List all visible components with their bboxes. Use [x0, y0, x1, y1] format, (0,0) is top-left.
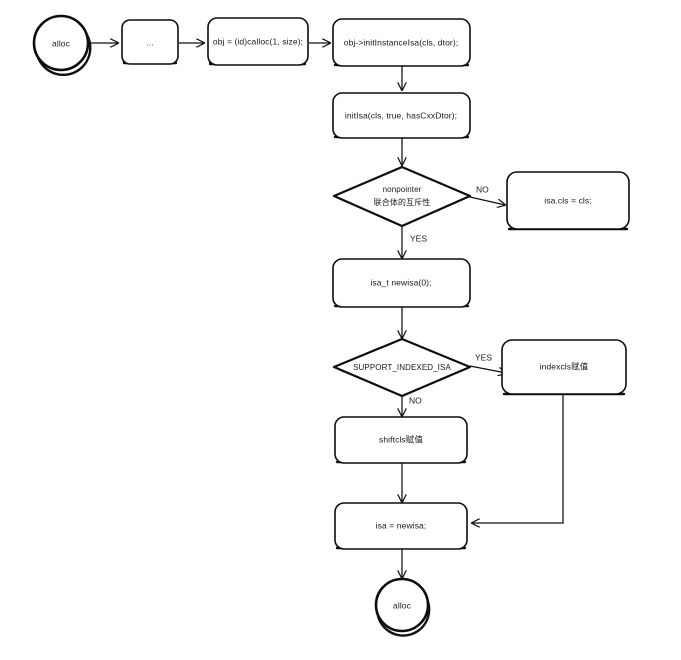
start-label: alloc — [52, 38, 71, 48]
supportidx-label: SUPPORT_INDEXED_ISA — [353, 363, 451, 372]
nonpointer-diamond — [332, 165, 472, 228]
node-start[interactable]: alloc — [32, 14, 92, 76]
edge-label-supportidx-no: NO — [409, 395, 422, 405]
node-ellipsis[interactable]: ... — [121, 19, 179, 65]
ellipsis-box — [121, 19, 179, 65]
shiftcls-box — [334, 416, 468, 464]
calloc-label: obj = (id)calloc(1, size); — [213, 36, 303, 46]
start-circle — [32, 14, 90, 72]
end-circle — [374, 577, 430, 633]
shiftcls-label: shiftcls赋值 — [379, 434, 423, 444]
end-label: alloc — [393, 600, 412, 610]
node-shiftcls[interactable]: shiftcls赋值 — [334, 416, 468, 464]
edge-label-nonpointer-yes: YES — [410, 233, 427, 243]
nonpointer-label-line1: nonpointer — [383, 185, 422, 194]
edge-supportidx-yes-to-indexcls — [469, 365, 506, 373]
edge-label-nonpointer-no: NO — [476, 184, 489, 194]
edge-labels: NO YES YES NO — [409, 184, 492, 405]
node-newisa[interactable]: isa_t newisa(0); — [332, 258, 471, 308]
node-nonpointer[interactable]: nonpointer 联合体的互斥性 — [332, 165, 472, 228]
initisa-label: initIsa(cls, true, hasCxxDtor); — [345, 110, 457, 120]
indexcls-label: indexcls赋值 — [540, 361, 589, 371]
isacls-box — [506, 171, 630, 230]
edge-label-supportidx-yes: YES — [475, 352, 492, 362]
node-calloc[interactable]: obj = (id)calloc(1, size); — [207, 17, 309, 66]
edge-nonpointer-no-to-isacls — [469, 196, 505, 205]
assignisa-box — [334, 502, 468, 550]
initinstance-label: obj->initInstanceIsa(cls, dtor); — [344, 37, 458, 47]
node-end[interactable]: alloc — [374, 577, 431, 637]
edge-indexcls-to-assignisa — [472, 394, 564, 523]
node-indexcls[interactable]: indexcls赋值 — [501, 339, 627, 396]
initisa-box — [332, 92, 471, 139]
newisa-box — [332, 258, 471, 308]
node-isacls[interactable]: isa.cls = cls; — [506, 171, 630, 231]
supportidx-diamond — [332, 337, 472, 398]
indexcls-box — [501, 339, 627, 395]
nonpointer-left-arrowhead — [332, 191, 345, 202]
assignisa-label: isa = newisa; — [376, 520, 427, 530]
nonpointer-label-line2: 联合体的互斥性 — [374, 197, 431, 207]
calloc-box — [207, 17, 309, 66]
node-supportidx[interactable]: SUPPORT_INDEXED_ISA — [332, 337, 472, 398]
node-initisa[interactable]: initIsa(cls, true, hasCxxDtor); — [332, 92, 471, 139]
initinstance-box — [332, 18, 471, 67]
ellipsis-label: ... — [146, 37, 153, 47]
newisa-label: isa_t newisa(0); — [370, 277, 431, 287]
supportidx-left-arrowhead — [332, 362, 345, 373]
edges — [90, 43, 564, 578]
isacls-label: isa.cls = cls; — [544, 195, 591, 205]
node-initinstance[interactable]: obj->initInstanceIsa(cls, dtor); — [332, 18, 471, 67]
node-assignisa[interactable]: isa = newisa; — [334, 502, 468, 550]
